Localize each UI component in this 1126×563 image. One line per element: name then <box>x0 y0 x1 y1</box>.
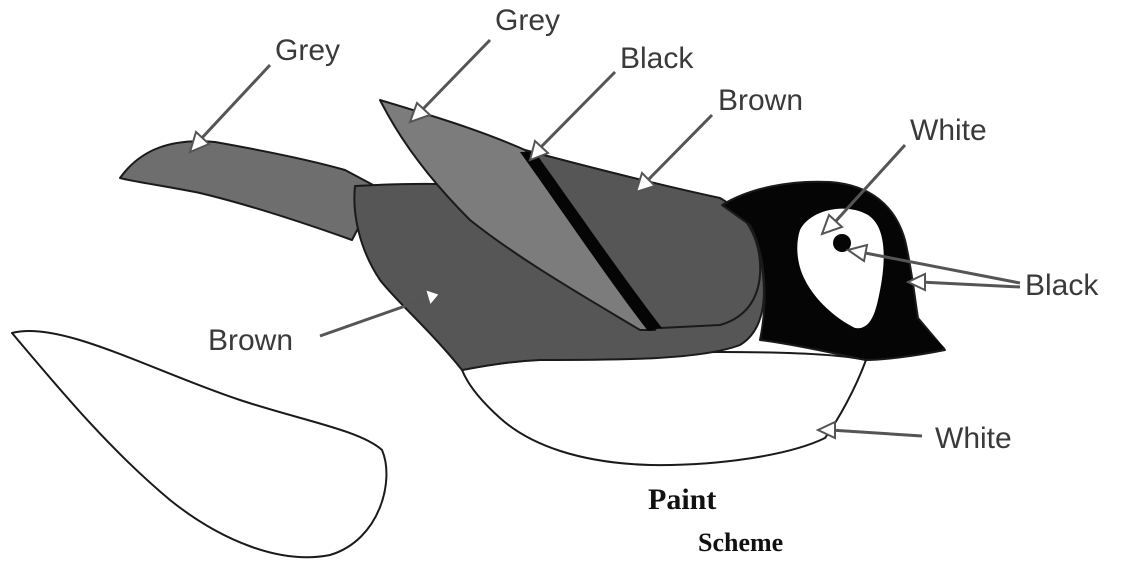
back-arrow <box>636 115 712 192</box>
back-label: Brown <box>718 84 803 117</box>
tail-arrow <box>190 65 270 152</box>
eye-beak-label: Black <box>1025 269 1099 302</box>
wing-label: Grey <box>495 4 560 37</box>
belly-shape <box>462 352 866 465</box>
separate-wing-cutout <box>12 331 386 557</box>
title-line-1: Paint <box>648 483 716 516</box>
belly-label: White <box>935 422 1012 455</box>
face-patch-label: White <box>910 114 987 147</box>
tail-label: Grey <box>275 34 340 67</box>
tail-shape <box>120 141 375 240</box>
beak-arrow <box>908 274 1020 290</box>
wing-arrow <box>410 40 490 122</box>
title-line-2: Scheme <box>698 528 783 557</box>
belly-arrow <box>818 422 922 438</box>
wing-stripe-arrow <box>530 72 615 160</box>
wing-stripe-label: Black <box>620 42 694 75</box>
beak-shape <box>905 310 945 352</box>
body-label: Brown <box>208 324 293 357</box>
